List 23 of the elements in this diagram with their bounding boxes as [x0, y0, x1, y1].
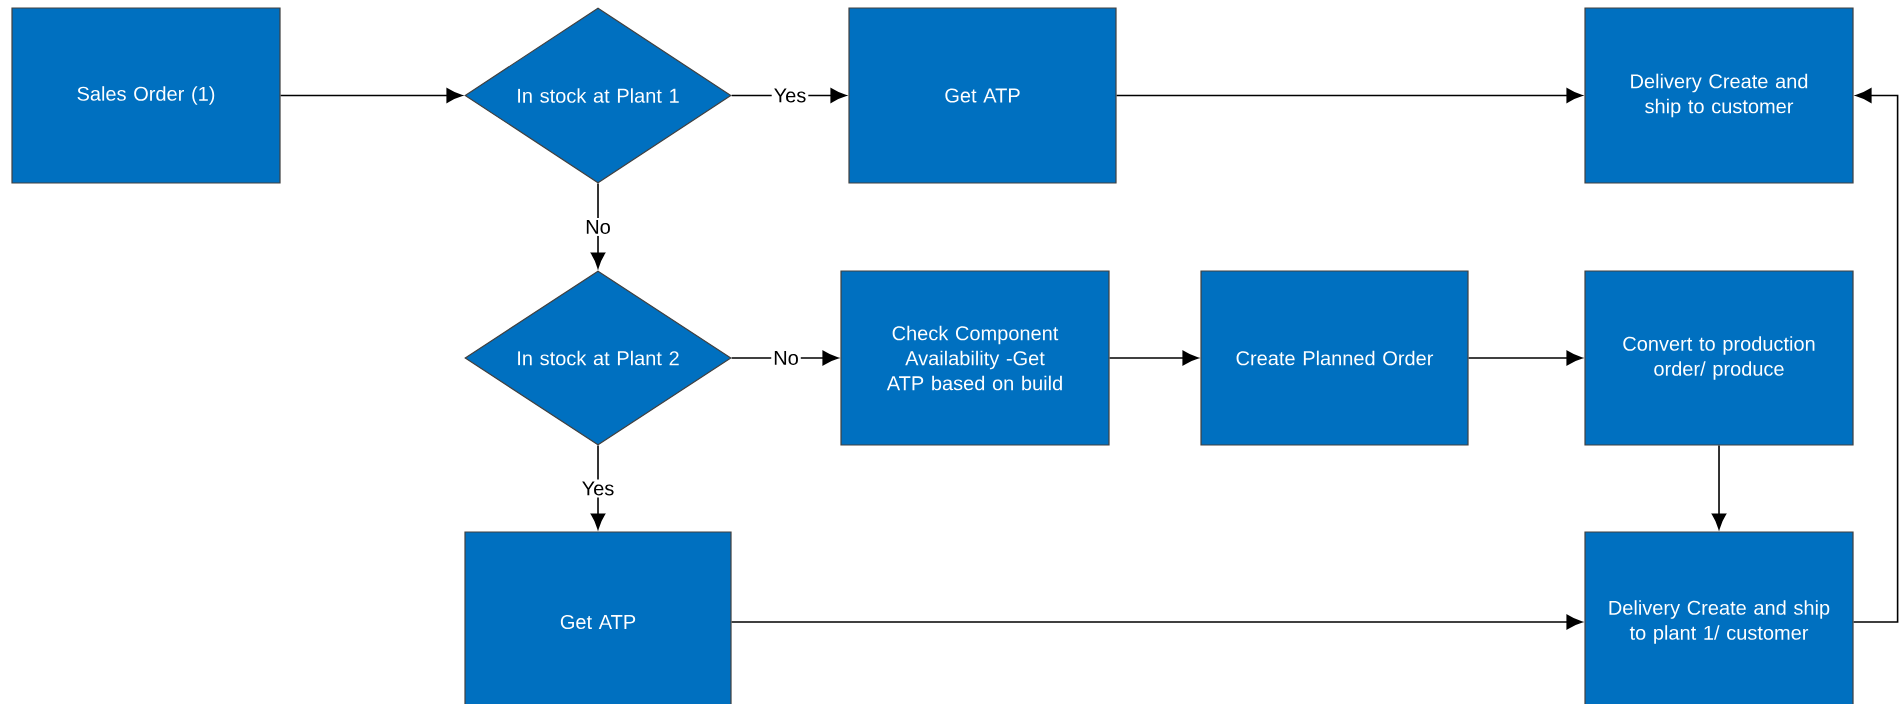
arrow: [590, 182, 606, 269]
edge-label: No: [771, 349, 801, 367]
arrow: [1852, 88, 1899, 623]
process-box: Delivery Create and ship to customer: [1584, 7, 1854, 184]
arrow: [1115, 88, 1583, 103]
arrow: [730, 88, 847, 103]
edge-label: Yes: [771, 86, 809, 105]
process-box: Get ATP: [848, 7, 1117, 184]
process-box: Get ATP: [464, 531, 732, 704]
process-box: Check Component Availability -Get ATP based on build: [840, 270, 1110, 446]
arrow: [1711, 444, 1727, 530]
process-box: Sales Order (1): [11, 7, 281, 184]
edge-label: Yes: [579, 479, 617, 498]
edge-label: No: [583, 218, 613, 236]
process-box: Convert to production order/ produce: [1584, 270, 1854, 446]
arrow: [1108, 350, 1199, 366]
arrow: [279, 88, 463, 103]
arrow: [730, 350, 839, 366]
arrow: [1467, 350, 1583, 366]
arrow: [730, 614, 1583, 630]
process-box: Create Planned Order: [1200, 270, 1469, 446]
arrow: [590, 444, 606, 530]
process-box: Delivery Create and ship to plant 1/ customer: [1584, 531, 1854, 704]
